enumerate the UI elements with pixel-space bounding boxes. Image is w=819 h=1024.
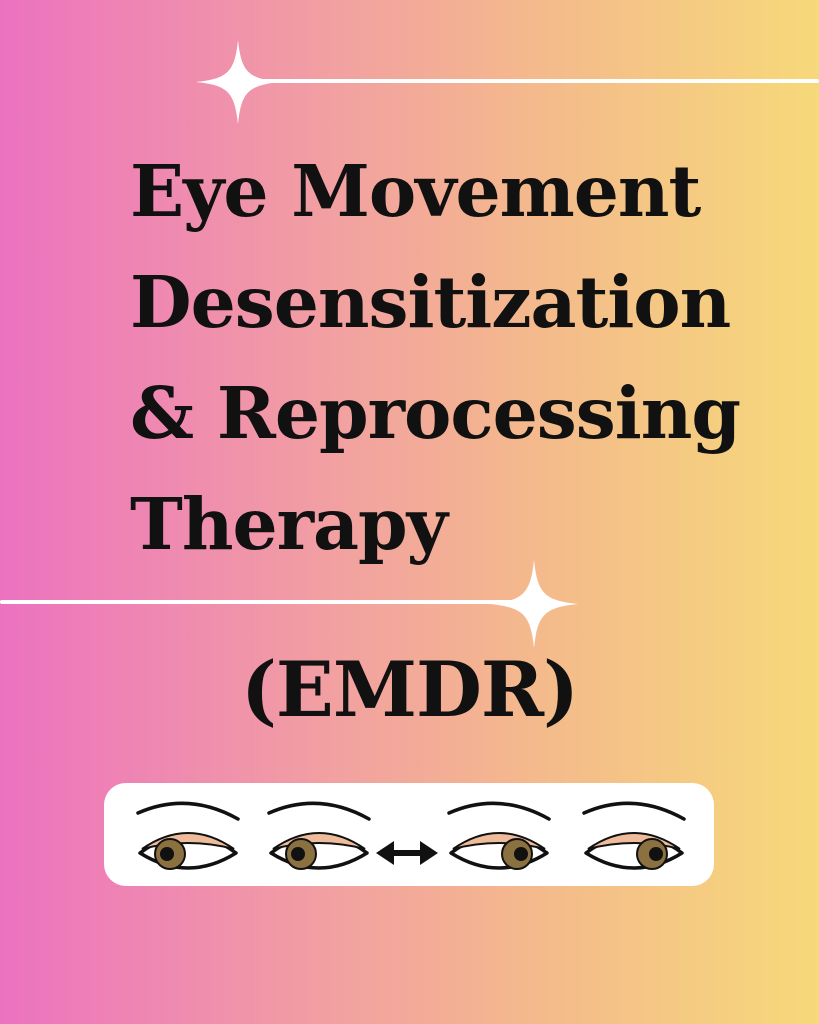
acronym-text: (EMDR): [240, 645, 579, 734]
eyes-illustration-card: [104, 783, 714, 886]
double-arrow-icon: [376, 841, 438, 865]
eye-icon: [582, 801, 686, 870]
eye-movement-illustration: [136, 801, 686, 870]
eye-icon: [267, 801, 371, 870]
eye-icon: [447, 801, 551, 870]
title-line-2: Desensitization: [130, 260, 731, 344]
middle-decorative-line: [0, 600, 528, 604]
title-line-1: Eye Movement: [130, 149, 701, 233]
title-line-3: & Reprocessing: [130, 371, 741, 455]
eye-icon: [136, 801, 240, 870]
top-decorative-line: [235, 79, 819, 83]
page-title: Eye Movement Desensitization & Reprocess…: [130, 136, 790, 580]
sparkle-mid-icon: [490, 560, 578, 648]
title-line-4: Therapy: [130, 482, 448, 566]
sparkle-top-icon: [196, 40, 280, 124]
